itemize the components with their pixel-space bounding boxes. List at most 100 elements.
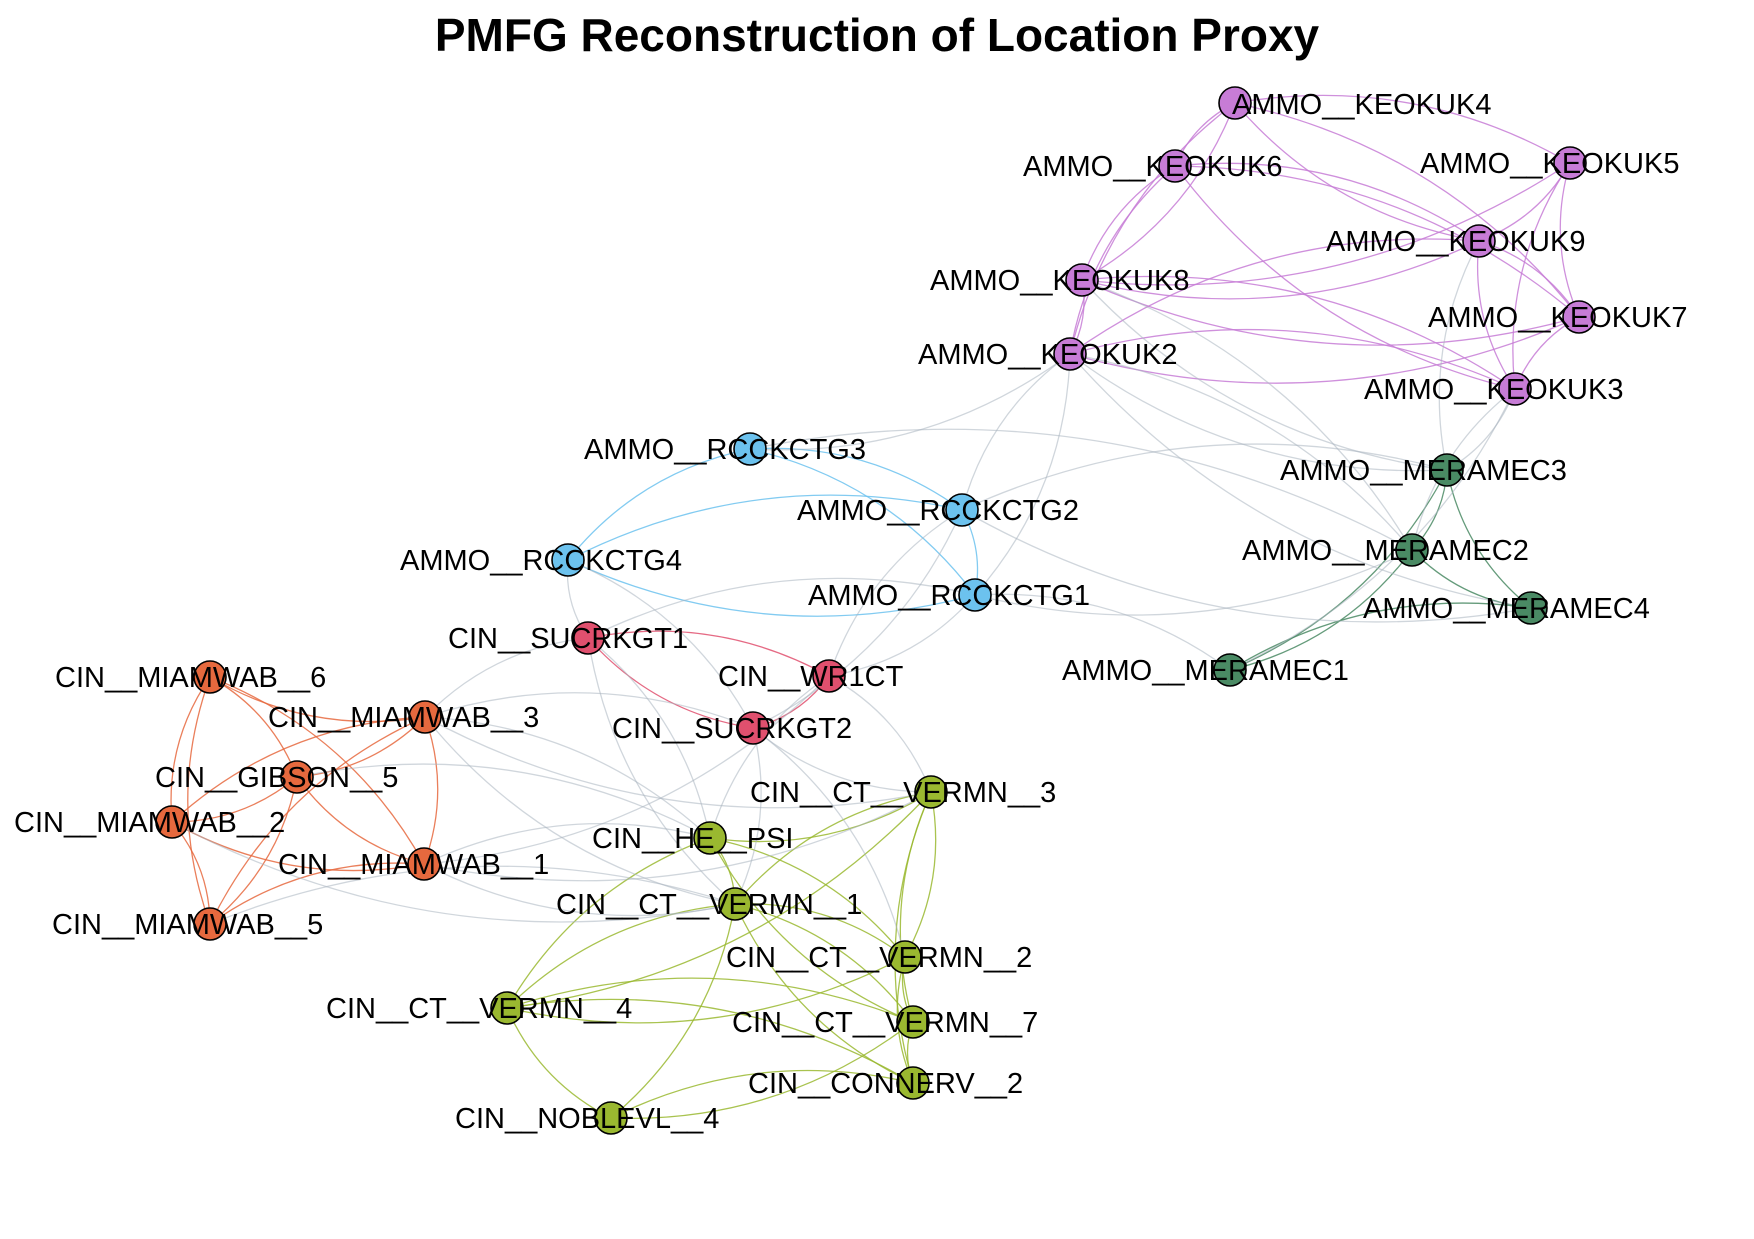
node-label-cin-miamwab-6: CIN__MIAMWAB__6 <box>55 662 326 694</box>
edge-cin-gibson-5-to-cin-miamwab-5 <box>209 776 298 925</box>
node-label-cin-sucrkgt2: CIN__SUCRKGT2 <box>612 713 852 745</box>
node-ammo-rcckctg3 <box>733 432 767 466</box>
node-ammo-meramec2 <box>1395 533 1429 567</box>
edge-cin-ct-vermn-3-to-cin-ct-vermn-2 <box>904 791 937 958</box>
edge-cin-miamwab-1-to-cin-he-psi <box>423 822 711 865</box>
edge-ammo-keokuk5-to-ammo-keokuk7 <box>1559 162 1580 318</box>
edge-cin-miamwab-6-to-cin-miamwab-2 <box>170 676 211 823</box>
node-label-ammo-keokuk4: AMMO__KEOKUK4 <box>1232 89 1491 121</box>
edge-cin-sucrkgt1-to-cin-ct-vermn-1 <box>587 637 736 905</box>
nodes-layer <box>155 86 1596 1135</box>
edge-cin-ct-vermn-3-to-cin-ct-vermn-4 <box>506 791 932 1009</box>
node-ammo-keokuk2 <box>1053 337 1087 371</box>
node-cin-he-psi <box>693 821 727 855</box>
node-ammo-keokuk8 <box>1065 263 1099 297</box>
edge-cin-ct-vermn-1-to-cin-ct-vermn-2 <box>734 903 906 958</box>
edge-ammo-keokuk6-to-ammo-keokuk9 <box>1174 162 1480 242</box>
node-label-ammo-keokuk5: AMMO__KEOKUK5 <box>1420 148 1679 180</box>
edge-cin-miamwab-1-to-cin-miamwab-5 <box>209 862 425 925</box>
edge-ammo-keokuk2-to-ammo-meramec4 <box>1069 353 1532 609</box>
edge-ammo-rcckctg1-to-cin-wr1ct <box>828 594 976 677</box>
node-cin-miamwab-5 <box>193 907 227 941</box>
edge-cin-sucrkgt2-to-cin-ct-vermn-1 <box>734 727 762 905</box>
node-label-cin-ct-vermn-2: CIN__CT__VERMN__2 <box>726 942 1032 974</box>
node-ammo-keokuk9 <box>1462 224 1496 258</box>
node-cin-miamwab-6 <box>193 660 227 694</box>
edge-ammo-rcckctg3-to-ammo-rcckctg1 <box>749 448 976 596</box>
edge-ammo-keokuk8-to-ammo-meramec3 <box>1081 279 1448 471</box>
edge-cin-sucrkgt1-to-cin-he-psi <box>587 637 711 839</box>
edge-ammo-keokuk6-to-ammo-keokuk8 <box>1081 165 1176 281</box>
node-label-cin-miamwab-2: CIN__MIAMWAB__2 <box>14 807 285 839</box>
node-cin-ct-vermn-1 <box>718 887 752 921</box>
node-ammo-keokuk7 <box>1562 300 1596 334</box>
node-label-cin-connerv-2: CIN__CONNERV__2 <box>748 1068 1023 1100</box>
node-label-cin-miamwab-1: CIN__MIAMWAB__1 <box>278 849 549 881</box>
edge-ammo-meramec3-to-ammo-meramec1 <box>1229 469 1448 671</box>
edge-cin-ct-vermn-3-to-cin-he-psi <box>709 791 932 843</box>
node-label-cin-miamwab-5: CIN__MIAMWAB__5 <box>52 909 323 941</box>
edge-ammo-keokuk9-to-ammo-meramec3 <box>1438 240 1480 471</box>
edge-cin-sucrkgt1-to-cin-miamwab-3 <box>424 637 589 718</box>
edge-ammo-keokuk9-to-ammo-keokuk3 <box>1476 240 1516 390</box>
edge-ammo-keokuk6-to-ammo-keokuk2 <box>1069 165 1176 355</box>
node-cin-ct-vermn-3 <box>914 775 948 809</box>
node-ammo-rcckctg2 <box>945 493 979 527</box>
edge-ammo-keokuk2-to-ammo-keokuk3 <box>1069 328 1516 390</box>
edge-cin-he-psi-to-cin-ct-vermn-7 <box>709 837 914 1023</box>
edge-ammo-rcckctg2-to-ammo-rcckctg4 <box>567 494 963 561</box>
node-label-ammo-meramec2: AMMO__MERAMEC2 <box>1242 535 1529 567</box>
node-cin-connerv-2 <box>896 1066 930 1100</box>
edge-cin-ct-vermn-7-to-cin-noblevl-4 <box>610 1021 914 1120</box>
node-label-cin-sucrkgt1: CIN__SUCRKGT1 <box>448 623 688 655</box>
node-ammo-keokuk4 <box>1218 86 1252 120</box>
edge-cin-miamwab-3-to-cin-gibson-5 <box>296 716 426 778</box>
edge-ammo-rcckctg2-to-cin-sucrkgt2 <box>752 509 963 729</box>
node-cin-sucrkgt2 <box>736 711 770 745</box>
node-ammo-keokuk5 <box>1553 146 1587 180</box>
node-ammo-meramec1 <box>1213 653 1247 687</box>
edge-cin-miamwab-6-to-cin-miamwab-1 <box>209 676 425 865</box>
edge-ammo-keokuk2-to-ammo-rcckctg2 <box>961 353 1071 511</box>
edge-cin-ct-vermn-1-to-cin-ct-vermn-7 <box>734 903 914 1023</box>
node-label-cin-miamwab-3: CIN__MIAMWAB__3 <box>268 702 539 734</box>
edge-ammo-rcckctg4-to-ammo-rcckctg1 <box>567 559 976 617</box>
edge-ammo-rcckctg2-to-ammo-meramec3 <box>961 443 1448 511</box>
edge-ammo-keokuk6-to-ammo-keokuk7 <box>1174 165 1580 318</box>
edge-ammo-rcckctg2-to-ammo-meramec4 <box>961 509 1532 623</box>
node-label-ammo-keokuk7: AMMO__KEOKUK7 <box>1428 302 1687 334</box>
node-label-cin-wr1ct: CIN__WR1CT <box>718 661 904 693</box>
edge-cin-sucrkgt2-to-cin-miamwab-3 <box>424 692 754 729</box>
node-label-ammo-rcckctg4: AMMO__RCCKCTG4 <box>400 545 682 577</box>
edge-ammo-rcckctg3-to-ammo-rcckctg4 <box>567 448 751 561</box>
edge-cin-ct-vermn-4-to-cin-ct-vermn-7 <box>506 977 914 1023</box>
edge-ammo-keokuk9-to-ammo-keokuk2 <box>1069 238 1480 355</box>
edge-ammo-keokuk6-to-ammo-keokuk3 <box>1174 165 1516 390</box>
edge-cin-miamwab-3-to-cin-miamwab-5 <box>209 716 426 925</box>
node-cin-gibson-5 <box>280 760 314 794</box>
edge-ammo-keokuk8-to-ammo-keokuk7 <box>1081 279 1580 346</box>
node-cin-ct-vermn-2 <box>888 940 922 974</box>
node-cin-noblevl-4 <box>594 1101 628 1135</box>
edge-cin-wr1ct-to-cin-he-psi <box>709 675 830 839</box>
edge-ammo-keokuk4-to-ammo-keokuk7 <box>1234 102 1580 318</box>
node-label-cin-ct-vermn-3: CIN__CT__VERMN__3 <box>750 777 1056 809</box>
edge-cin-ct-vermn-4-to-cin-connerv-2 <box>506 998 914 1084</box>
edge-ammo-keokuk8-to-ammo-meramec2 <box>1081 279 1413 551</box>
edge-ammo-keokuk4-to-ammo-keokuk8 <box>1081 102 1236 281</box>
node-label-ammo-keokuk3: AMMO__KEOKUK3 <box>1364 374 1623 406</box>
edge-ammo-rcckctg1-to-ammo-meramec2 <box>974 549 1413 616</box>
edge-cin-sucrkgt1-to-cin-sucrkgt2 <box>587 637 754 729</box>
edge-ammo-meramec3-to-ammo-meramec4 <box>1446 469 1532 609</box>
node-ammo-meramec3 <box>1430 453 1464 487</box>
node-ammo-meramec4 <box>1514 591 1548 625</box>
edge-ammo-keokuk2-to-ammo-rcckctg1 <box>974 353 1071 596</box>
edge-cin-ct-vermn-3-to-cin-connerv-2 <box>894 791 932 1084</box>
node-label-cin-gibson-5: CIN__GIBSON__5 <box>155 762 398 794</box>
edge-cin-ct-vermn-2-to-cin-ct-vermn-4 <box>506 956 906 1024</box>
node-label-ammo-keokuk2: AMMO__KEOKUK2 <box>918 339 1177 371</box>
node-label-ammo-rcckctg1: AMMO__RCCKCTG1 <box>808 580 1090 612</box>
node-label-cin-noblevl-4: CIN__NOBLEVL__4 <box>455 1103 719 1135</box>
node-ammo-rcckctg4 <box>551 543 585 577</box>
